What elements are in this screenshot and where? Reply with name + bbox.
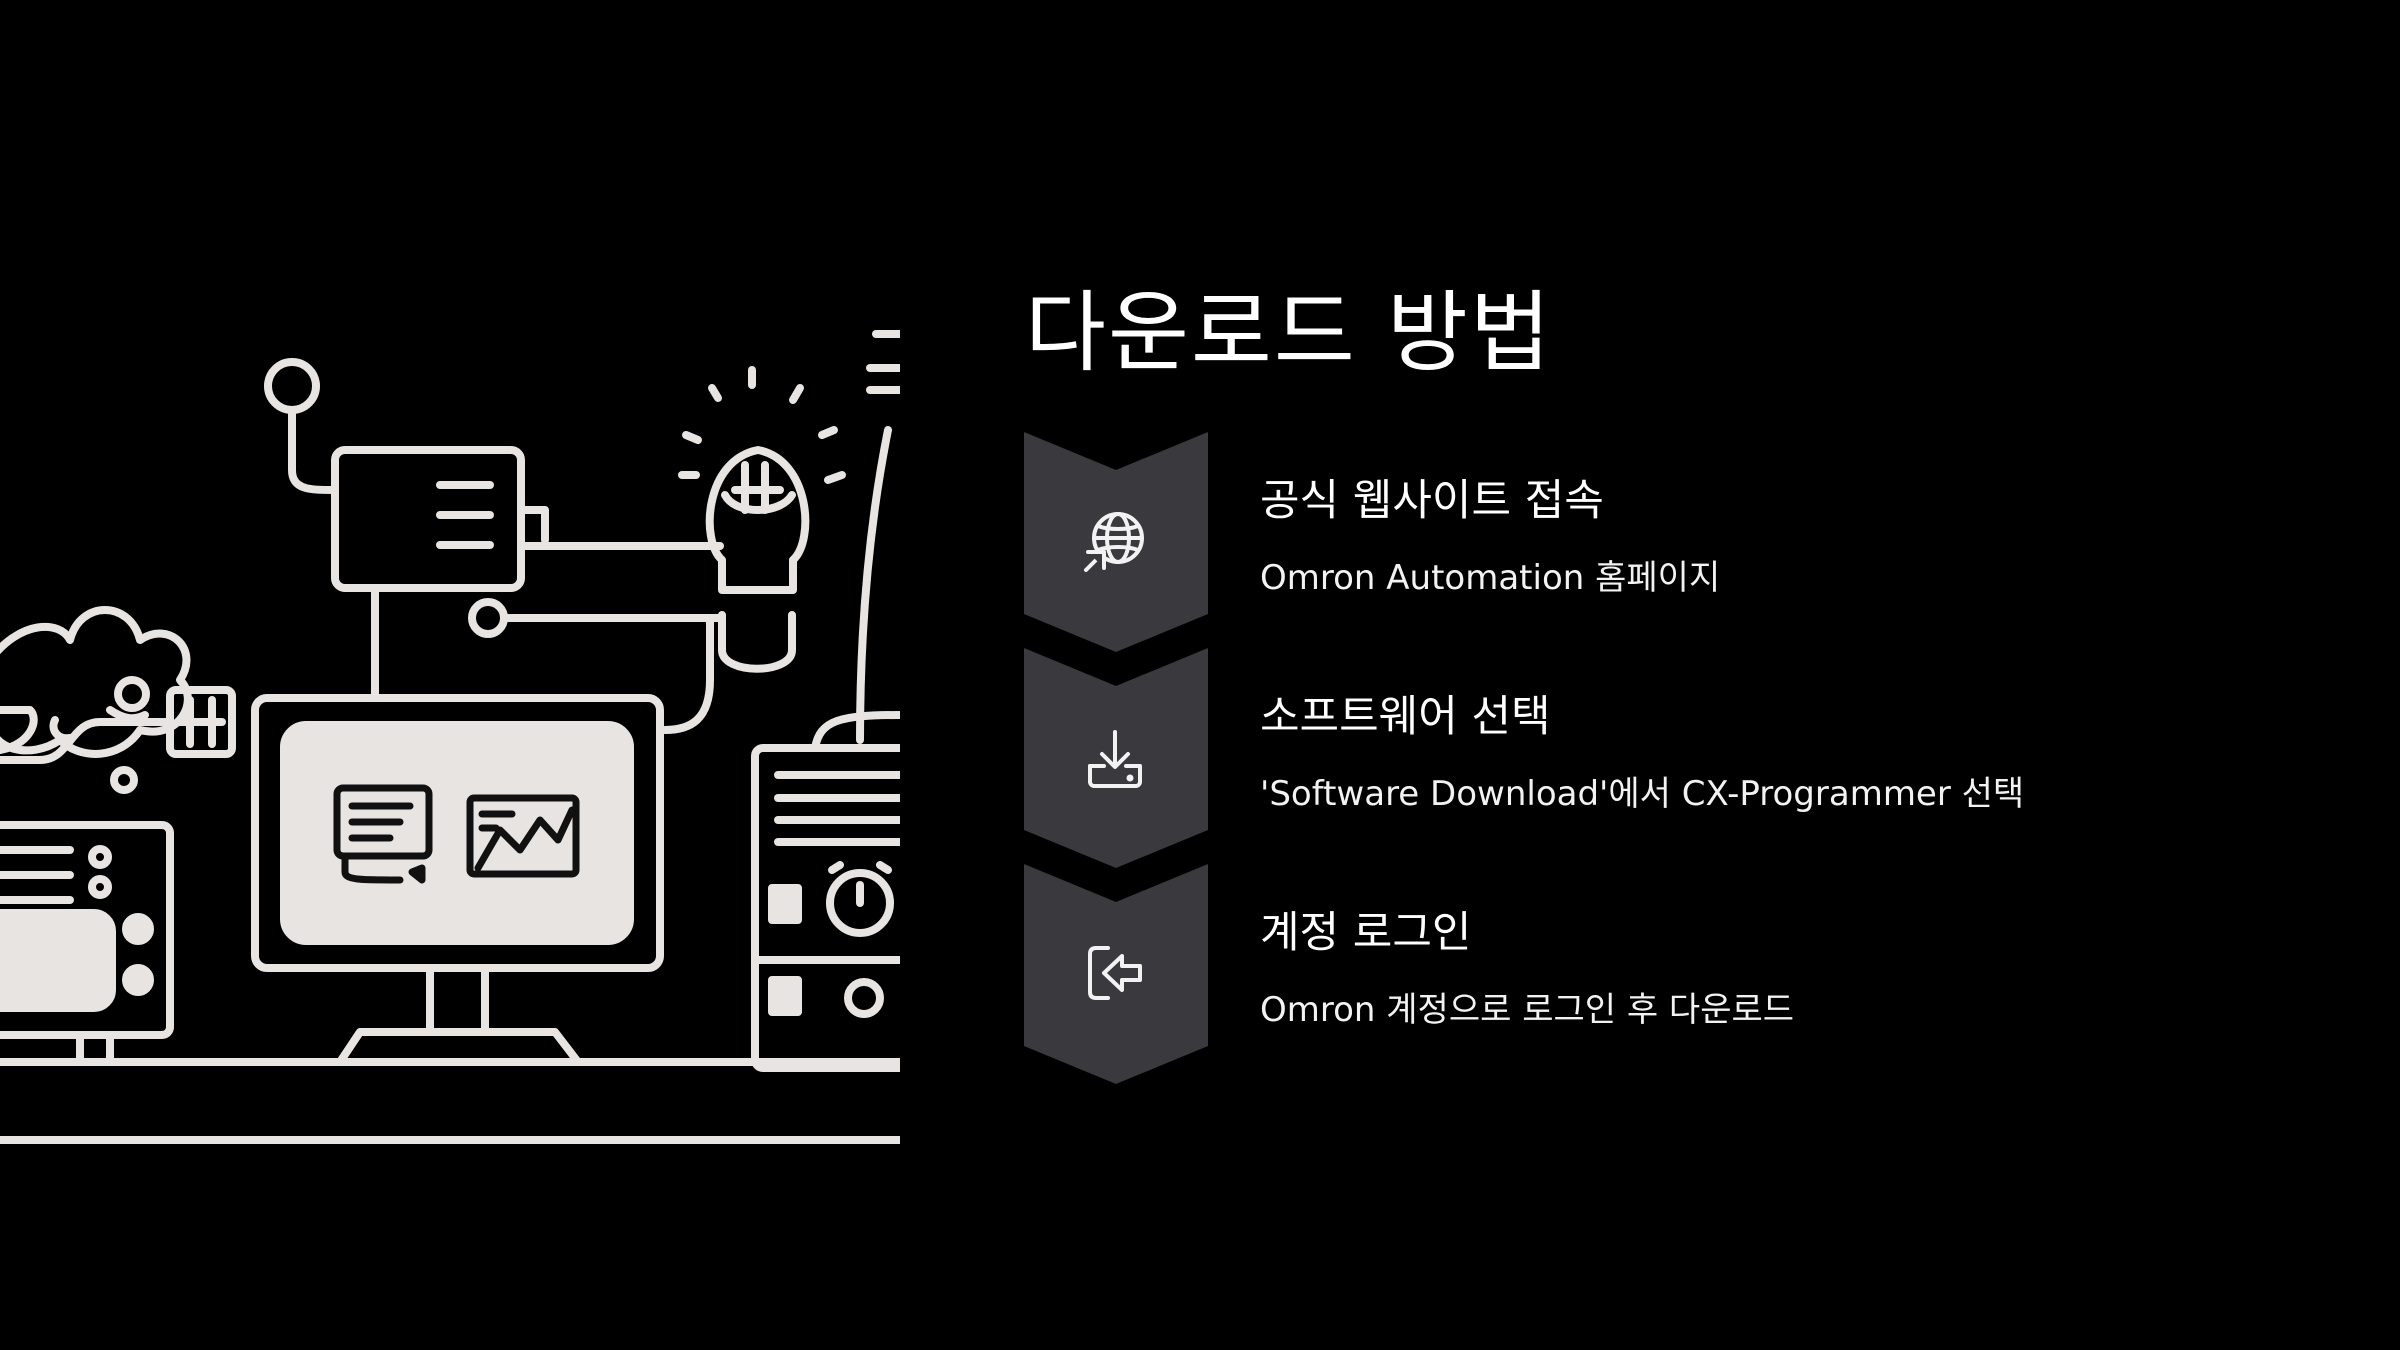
step-title: 계정 로그인 (1260, 908, 1472, 958)
step-item: 소프트웨어 선택 'Software Download'에서 CX-Progra… (1024, 648, 2324, 868)
step-description: Omron Automation 홈페이지 (1260, 558, 1721, 598)
step-description: 'Software Download'에서 CX-Programmer 선택 (1260, 774, 2025, 814)
page-title: 다운로드 방법 (1025, 281, 1553, 384)
step-description: Omron 계정으로 로그인 후 다운로드 (1260, 990, 1795, 1030)
step-title: 공식 웹사이트 접속 (1260, 476, 1604, 526)
step-item: 계정 로그인 Omron 계정으로 로그인 후 다운로드 (1024, 864, 2324, 1084)
step-item: 공식 웹사이트 접속 Omron Automation 홈페이지 (1024, 432, 2324, 652)
step-title: 소프트웨어 선택 (1260, 692, 1551, 742)
download-tray-icon (1088, 730, 1142, 788)
globe-cursor-icon (1084, 512, 1144, 572)
chevron-marker (1024, 864, 1208, 1084)
tech-illustration (0, 330, 900, 1144)
chevron-marker (1024, 432, 1208, 652)
login-arrow-icon (1088, 946, 1142, 1000)
